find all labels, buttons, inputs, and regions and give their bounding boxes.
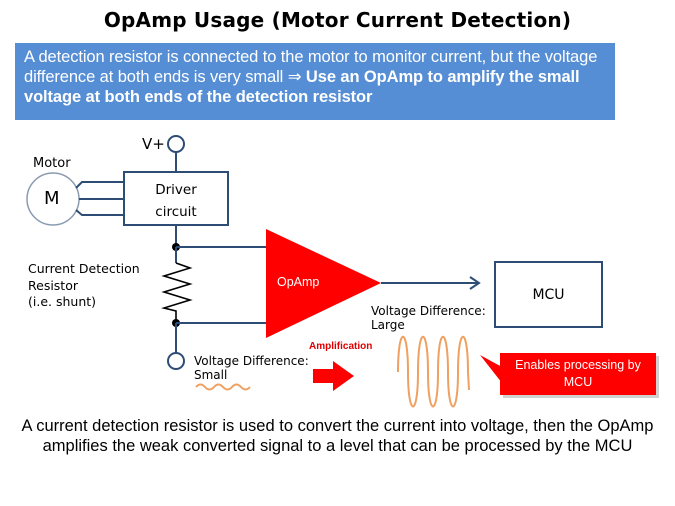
callout-box (500, 353, 656, 395)
mcu-label: MCU (532, 287, 565, 303)
summary-banner: A detection resistor is connected to the… (15, 43, 615, 120)
driver-label-line1: Driver (155, 182, 197, 198)
large-voltage-label: Voltage Difference:Large (371, 304, 486, 332)
opamp-icon (266, 229, 381, 338)
ground-terminal-icon (167, 352, 185, 370)
page-title: OpAmp Usage (Motor Current Detection) (103, 8, 572, 32)
driver-circuit-box (123, 171, 229, 226)
motor-wire-3 (75, 209, 124, 216)
amplification-label: Amplification (309, 341, 373, 352)
driver-label-line2: circuit (155, 204, 197, 220)
banner-emphasis: Use an OpAmp to amplify the small voltag… (24, 68, 580, 106)
small-voltage-label: Voltage Difference:Small (194, 354, 309, 382)
amplification-arrow-icon (313, 361, 354, 391)
driver-circuit-label: Driver circuit (124, 179, 228, 223)
callout-pointer-icon (480, 355, 502, 383)
resistor-label-line1: Current Detection (28, 261, 140, 276)
motor-wire-1 (75, 181, 124, 189)
large-signal-wave-icon (397, 336, 470, 408)
small-signal-wave-icon (195, 383, 251, 391)
opamp-label: OpAmp (277, 275, 320, 289)
supply-label: V+ (142, 135, 165, 153)
banner-text: A detection resistor is connected to the… (24, 48, 598, 86)
motor-symbol: M (44, 188, 60, 209)
footer-caption: A current detection resistor is used to … (21, 417, 654, 455)
resistor-label-line3: (i.e. shunt) (28, 294, 97, 309)
resistor-icon (161, 262, 193, 323)
small-label-line1: Voltage Difference: (194, 354, 309, 368)
large-label-line2: Large (371, 318, 405, 332)
mcu-box (494, 261, 603, 328)
small-label-line2: Small (194, 368, 228, 382)
callout-text: Enables processing by MCU (515, 358, 641, 389)
supply-terminal-icon (167, 135, 185, 153)
large-label-line1: Voltage Difference: (371, 304, 486, 318)
resistor-label-line2: Resistor (28, 277, 78, 293)
arrow-head-icon (469, 276, 481, 290)
motor-label: Motor (33, 156, 71, 171)
